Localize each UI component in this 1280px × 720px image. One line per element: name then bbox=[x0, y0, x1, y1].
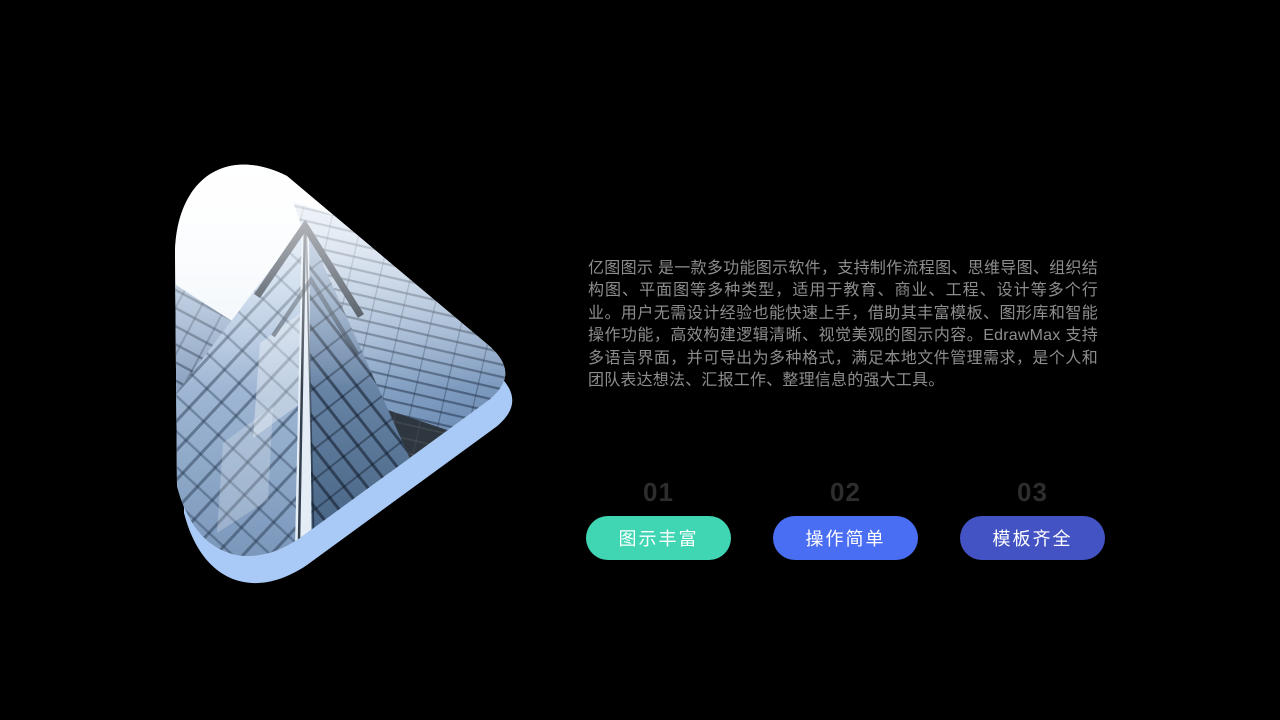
feature-list: 01 图示丰富 02 操作简单 03 模板齐全 bbox=[586, 479, 1105, 560]
feature-number-2: 02 bbox=[830, 477, 861, 507]
feature-item-2: 02 操作简单 bbox=[773, 479, 918, 560]
feature-item-3: 03 模板齐全 bbox=[960, 479, 1105, 560]
feature-item-1: 01 图示丰富 bbox=[586, 479, 731, 560]
feature-button-3[interactable]: 模板齐全 bbox=[960, 516, 1105, 560]
product-description: 亿图图示 是一款多功能图示软件，支持制作流程图、思维导图、组织结构图、平面图等多… bbox=[588, 260, 1098, 390]
feature-number-1: 01 bbox=[643, 477, 674, 507]
feature-number-3: 03 bbox=[1017, 477, 1048, 507]
feature-button-2[interactable]: 操作简单 bbox=[773, 516, 918, 560]
skyscraper-image bbox=[175, 164, 513, 584]
building-photo-triangle bbox=[165, 138, 540, 593]
feature-button-1[interactable]: 图示丰富 bbox=[586, 516, 731, 560]
mist-overlay bbox=[175, 164, 506, 388]
